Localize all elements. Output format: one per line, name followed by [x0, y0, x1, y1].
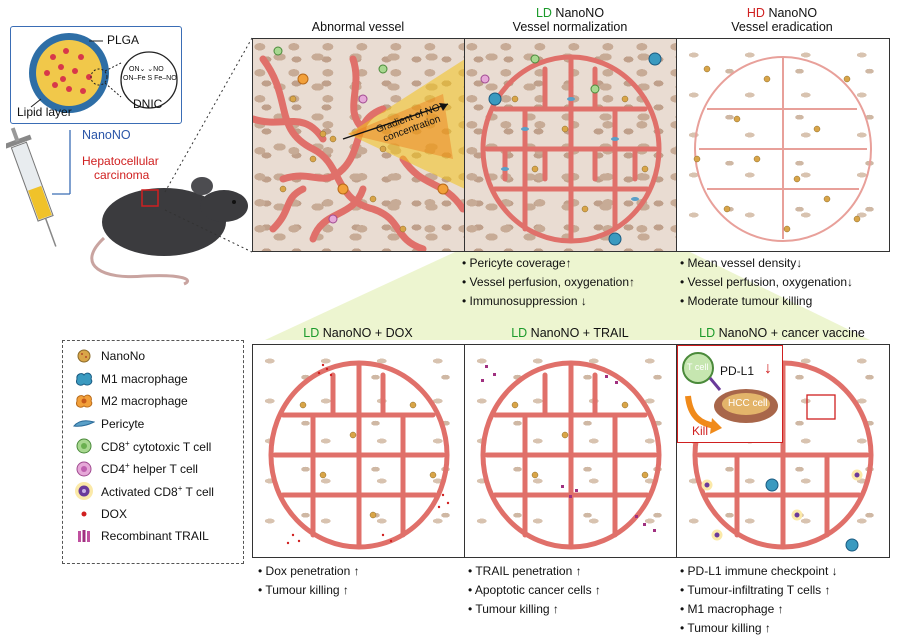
dnic-formula: ON–Fe S Fe–NO	[123, 75, 177, 82]
hcc-label-line2: carcinoma	[94, 168, 150, 182]
panel-title-ld-normalization: LD NanoNO Vessel normalization	[512, 6, 628, 34]
nanono-icon	[73, 346, 95, 366]
panel-title-trail: LD NanoNO + TRAIL	[511, 326, 629, 340]
dox-panel	[252, 344, 466, 558]
panel-title-hd-eradication: HD NanoNO Vessel eradication	[731, 6, 833, 34]
list-item: Tumour-infiltrating T cells ↑	[680, 581, 838, 600]
dnic-label: DNIC	[133, 97, 163, 111]
tcell-label: T cell	[687, 362, 709, 372]
legend-item: Activated CD8+ T cell	[63, 480, 243, 503]
list-item: Pericyte coverage↑	[462, 254, 635, 273]
cd8-tcell-icon	[73, 436, 95, 456]
list-item: TRAIL penetration ↑	[468, 562, 601, 581]
list-item: Moderate tumour killing	[680, 292, 853, 311]
legend-item: CD4+ helper T cell	[63, 458, 243, 481]
list-item: Immunosuppression ↓	[462, 292, 635, 311]
list-item: Tumour killing ↑	[258, 581, 360, 600]
panel-title-dox: LD NanoNO + DOX	[303, 326, 413, 340]
legend-item: Pericyte	[63, 413, 243, 436]
list-item: M1 macrophage ↑	[680, 600, 838, 619]
trail-vessel-network	[480, 360, 662, 550]
syringe-icon	[6, 127, 71, 247]
panel-title-vaccine: LD NanoNO + cancer vaccine	[699, 326, 865, 340]
mouse-illustration	[90, 177, 248, 286]
activated-cd8-icon	[73, 481, 95, 501]
pdl1-label: PD-L1	[720, 364, 755, 378]
dox-icon	[73, 504, 95, 524]
legend-item: Recombinant TRAIL	[63, 525, 243, 548]
trail-effects-list: TRAIL penetration ↑ Apoptotic cancer cel…	[468, 562, 601, 619]
list-item: Dox penetration ↑	[258, 562, 360, 581]
legend-item: DOX	[63, 503, 243, 526]
panel-title-abnormal: Abnormal vessel	[311, 20, 405, 34]
cd4-tcell-icon	[73, 459, 95, 479]
dnic-formula-top: ON⌄ ⌄NO	[129, 66, 164, 73]
nanoparticle-inset: PLGA ON⌄ ⌄NO ON–Fe S Fe–NO DNIC Lipid la…	[10, 26, 182, 124]
legend-item: CD8+ cytotoxic T cell	[63, 435, 243, 458]
hd-label: HD	[746, 6, 765, 20]
normalized-vessel-network	[480, 52, 662, 246]
pdl1-inset: T cell PD-L1 ↓ HCC cell Kill	[677, 345, 783, 443]
list-item: Vessel perfusion, oxygenation↑	[462, 273, 635, 292]
m2-macrophage-icon	[73, 391, 95, 411]
hcc-label-line1: Hepatocellular	[82, 154, 159, 168]
ld-label: LD	[535, 6, 552, 20]
hd-effects-list: Mean vessel density↓ Vessel perfusion, o…	[680, 254, 853, 311]
vaccine-vessel-network	[692, 360, 874, 552]
list-item: PD-L1 immune checkpoint ↓	[680, 562, 838, 581]
pericyte-icon	[73, 414, 95, 434]
dox-effects-list: Dox penetration ↑ Tumour killing ↑	[258, 562, 360, 600]
list-item: Tumour killing ↑	[680, 619, 838, 638]
legend-item: M1 macrophage	[63, 368, 243, 391]
legend-item: M2 macrophage	[63, 390, 243, 413]
list-item: Apoptotic cancer cells ↑	[468, 581, 601, 600]
ld-normalization-panel	[464, 38, 678, 252]
list-item: Vessel perfusion, oxygenation↓	[680, 273, 853, 292]
trail-panel	[464, 344, 678, 558]
abnormal-vessel-panel: Gradient of NO concentration	[252, 38, 466, 252]
ld-effects-list: Pericyte coverage↑ Vessel perfusion, oxy…	[462, 254, 635, 311]
list-item: Mean vessel density↓	[680, 254, 853, 273]
hcc-cell-label: HCC cell	[728, 398, 768, 409]
plga-label: PLGA	[107, 33, 140, 47]
vaccine-panel: T cell PD-L1 ↓ HCC cell Kill	[676, 344, 890, 558]
hd-eradication-panel	[676, 38, 890, 252]
nanoparticle-illustration	[29, 33, 178, 113]
pdl1-down-arrow: ↓	[764, 360, 772, 377]
dox-vessel-network	[268, 360, 450, 550]
list-item: Tumour killing ↑	[468, 600, 601, 619]
m1-macrophage-icon	[73, 369, 95, 389]
trail-icon	[73, 526, 95, 546]
lipid-layer-label: Lipid layer	[17, 105, 72, 119]
legend: NanoNo M1 macrophage M2 macrophage Peric…	[62, 340, 244, 564]
abnormal-vessel-network	[253, 46, 465, 251]
kill-label: Kill	[692, 424, 709, 438]
legend-item: NanoNo	[63, 345, 243, 368]
eradicated-vessel-network	[693, 56, 872, 242]
nanono-label: NanoNO	[82, 128, 131, 142]
pdl1-illustration	[682, 352, 778, 434]
vaccine-effects-list: PD-L1 immune checkpoint ↓ Tumour-infiltr…	[680, 562, 838, 638]
